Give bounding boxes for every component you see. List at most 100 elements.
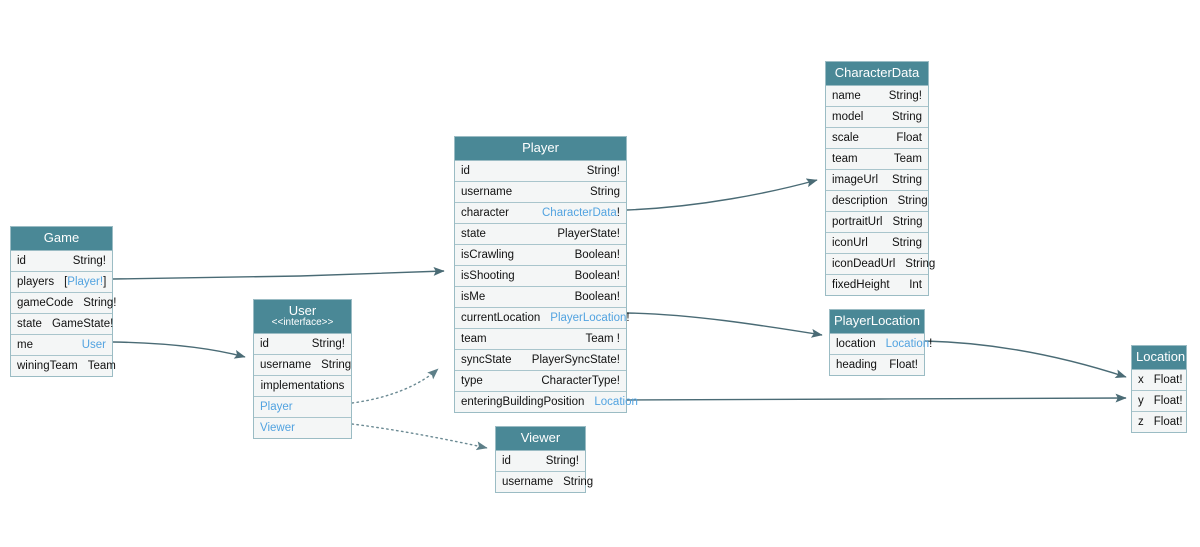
field-type: String! (586, 165, 620, 177)
implementation-viewer[interactable]: Viewer (254, 418, 351, 438)
field-type: String! (888, 90, 922, 102)
table-row[interactable]: description String (826, 191, 928, 212)
edge-playerlocation-location (924, 340, 1127, 379)
field-type[interactable]: User (81, 339, 106, 351)
edge-player-enteringbuildingposition-location (626, 393, 1127, 403)
table-row[interactable]: id String! (254, 334, 351, 355)
field-name: iconDeadUrl (832, 258, 896, 270)
table-row[interactable]: username String (496, 472, 593, 492)
field-name: id (260, 338, 269, 350)
field-name: winingTeam (17, 360, 78, 372)
field-name: isCrawling (461, 249, 515, 261)
entity-location[interactable]: Location x Float! y Float! z Float! (1131, 345, 1187, 433)
table-row[interactable]: location Location! (830, 334, 932, 355)
field-type: Boolean! (574, 291, 620, 303)
table-row[interactable]: name String! (826, 86, 928, 107)
entity-playerlocation[interactable]: PlayerLocation location Location! headin… (829, 309, 932, 376)
table-row[interactable]: z Float! (1132, 412, 1186, 432)
edge-game-me-user (112, 341, 246, 359)
table-row[interactable]: state GameState! (11, 314, 113, 335)
table-row[interactable]: winingTeam Team (11, 356, 116, 376)
field-type: String! (311, 338, 345, 350)
implementation-name[interactable]: Player (260, 401, 293, 413)
table-row[interactable]: enteringBuildingPosition Location (455, 392, 638, 412)
field-type: String! (72, 255, 106, 267)
table-row[interactable]: id String! (455, 161, 626, 182)
field-type[interactable]: CharacterData! (542, 207, 620, 219)
field-type: Float! (1153, 416, 1183, 428)
entity-characterdata[interactable]: CharacterData name String! model String … (825, 61, 935, 296)
field-type: Team (893, 153, 922, 165)
table-row[interactable]: currentLocation PlayerLocation! (455, 308, 630, 329)
field-type: String (589, 186, 620, 198)
table-row[interactable]: model String (826, 107, 928, 128)
field-type: Float! (1153, 395, 1183, 407)
entity-location-title: Location (1132, 346, 1186, 370)
table-row[interactable]: id String! (11, 251, 112, 272)
field-name: name (832, 90, 861, 102)
field-type[interactable]: Location! (885, 338, 933, 350)
field-type: String (897, 195, 928, 207)
field-name: id (17, 255, 26, 267)
field-type[interactable]: Location (594, 396, 638, 408)
table-row[interactable]: gameCode String! (11, 293, 117, 314)
table-row[interactable]: heading Float! (830, 355, 924, 375)
entity-user-title: User <<interface>> (254, 300, 351, 334)
table-row[interactable]: username String (254, 355, 351, 376)
table-row[interactable]: team Team (826, 149, 928, 170)
entity-user[interactable]: User <<interface>> id String! username S… (253, 299, 352, 439)
table-row[interactable]: me User (11, 335, 112, 356)
edge-player-currentlocation-playerlocation (626, 312, 823, 338)
table-row[interactable]: iconUrl String (826, 233, 928, 254)
entity-game[interactable]: Game id String! players [Player!] gameCo… (10, 226, 117, 377)
field-type: Boolean! (574, 249, 620, 261)
table-row[interactable]: iconDeadUrl String (826, 254, 935, 275)
field-name: type (461, 375, 483, 387)
field-type: Team (87, 360, 116, 372)
implementation-name[interactable]: Viewer (260, 422, 295, 434)
edge-user-implements-viewer (351, 423, 488, 451)
field-name: team (832, 153, 858, 165)
field-type: String (891, 237, 922, 249)
entity-player[interactable]: Player id String! username String charac… (454, 136, 638, 413)
table-row[interactable]: scale Float (826, 128, 928, 149)
field-type: String (905, 258, 936, 270)
entity-characterdata-title: CharacterData (826, 62, 928, 86)
field-type: Float (896, 132, 922, 144)
table-row[interactable]: imageUrl String (826, 170, 928, 191)
field-name: character (461, 207, 509, 219)
table-row[interactable]: team Team ! (455, 329, 626, 350)
table-row[interactable]: syncState PlayerSyncState! (455, 350, 626, 371)
table-row[interactable]: isMe Boolean! (455, 287, 626, 308)
table-row[interactable]: username String (455, 182, 626, 203)
field-type: Boolean! (574, 270, 620, 282)
field-name: state (461, 228, 486, 240)
field-type: Float! (1153, 374, 1183, 386)
table-row[interactable]: type CharacterType! (455, 371, 626, 392)
entity-viewer[interactable]: Viewer id String! username String (495, 426, 593, 493)
table-row[interactable]: players [Player!] (11, 272, 112, 293)
table-row[interactable]: state PlayerState! (455, 224, 626, 245)
field-name: state (17, 318, 42, 330)
table-row[interactable]: y Float! (1132, 391, 1186, 412)
field-name: id (502, 455, 511, 467)
table-row[interactable]: character CharacterData! (455, 203, 626, 224)
field-type: Float! (889, 359, 918, 371)
field-type: PlayerSyncState! (531, 354, 620, 366)
table-row[interactable]: x Float! (1132, 370, 1186, 391)
field-type[interactable]: PlayerLocation! (550, 312, 630, 324)
implementation-player[interactable]: Player (254, 397, 351, 418)
table-row[interactable]: id String! (496, 451, 585, 472)
field-name: currentLocation (461, 312, 541, 324)
table-row[interactable]: isShooting Boolean! (455, 266, 626, 287)
field-type: CharacterType! (541, 375, 620, 387)
field-name: enteringBuildingPosition (461, 396, 585, 408)
field-name: heading (836, 359, 877, 371)
table-row[interactable]: portraitUrl String (826, 212, 928, 233)
field-type[interactable]: [Player!] (64, 276, 107, 288)
table-row[interactable]: fixedHeight Int (826, 275, 928, 295)
edge-game-players-player (112, 266, 445, 280)
table-row[interactable]: isCrawling Boolean! (455, 245, 626, 266)
entity-user-name: User (288, 303, 317, 318)
field-name: scale (832, 132, 859, 144)
